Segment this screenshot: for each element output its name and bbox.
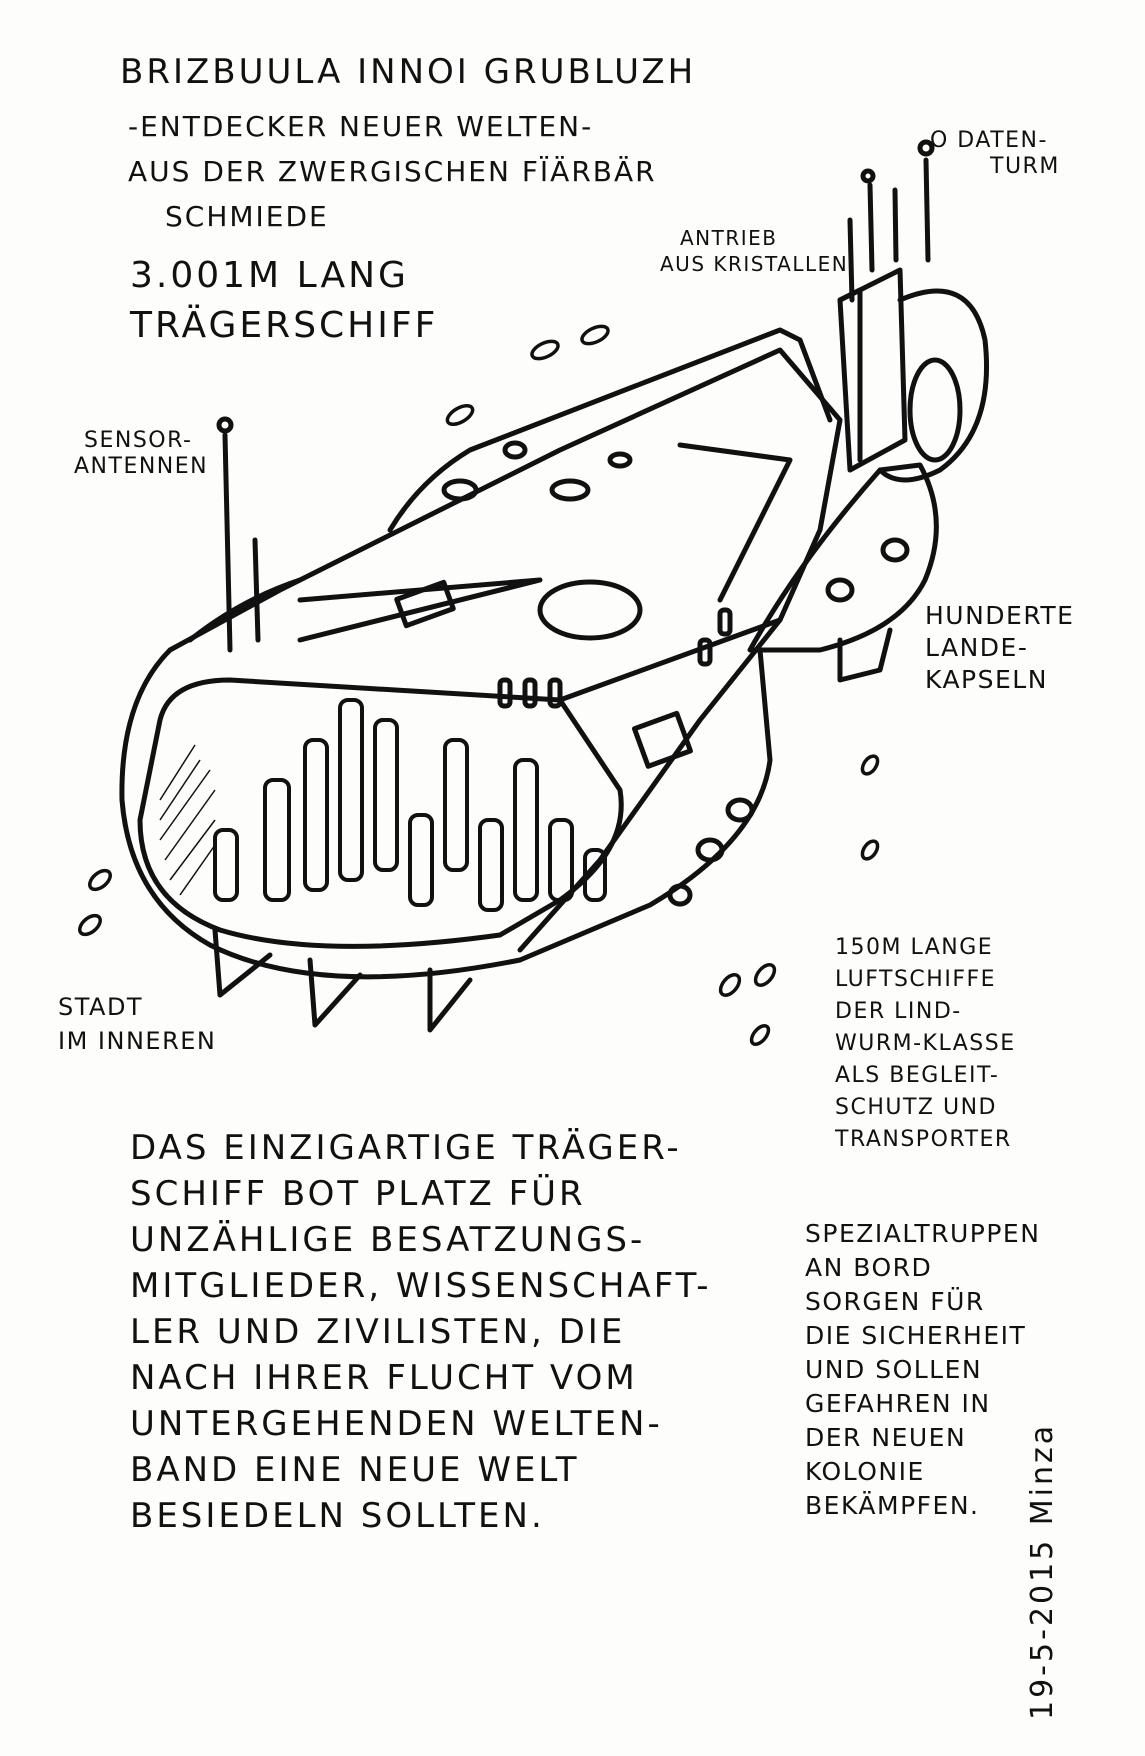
artist-signature: 19-5-2015 Minza bbox=[1025, 1422, 1060, 1720]
label-datenturm: o Daten- turm bbox=[930, 128, 1060, 179]
ship-type: Trägerschiff bbox=[130, 305, 439, 346]
label-antrieb: Antrieb aus Kristallen bbox=[660, 226, 849, 276]
ship-length: 3.001m lang bbox=[130, 255, 409, 296]
side-note: Spezialtruppen an Bord sorgen für die Si… bbox=[805, 1219, 1041, 1520]
subtitle-line-3: Schmiede bbox=[165, 200, 329, 233]
data-antenna bbox=[923, 157, 931, 263]
hull-dome bbox=[537, 579, 643, 641]
ship-name: Brizbuula Innoi Grubluzh bbox=[120, 52, 697, 92]
rear-hub bbox=[907, 357, 963, 463]
subtitle-line-1: -Entdecker neuer Welten- bbox=[128, 110, 594, 143]
label-landekapseln: Hunderte Lande- kapseln bbox=[925, 601, 1075, 694]
description-paragraph: Das einzigartige Träger- schiff bot Plat… bbox=[130, 1128, 712, 1536]
hull-wedge bbox=[557, 617, 783, 703]
right-wing bbox=[747, 462, 939, 653]
hangar-opening bbox=[137, 677, 624, 949]
escort-airship bbox=[530, 339, 560, 361]
hull-top-ridge bbox=[387, 327, 833, 533]
label-stadt: Stadt im Inneren bbox=[58, 993, 217, 1055]
landing-leg bbox=[212, 927, 273, 998]
drive-tower bbox=[837, 267, 908, 473]
subtitle-line-2: aus der zwergischen Fïärbär bbox=[128, 155, 657, 188]
hull-top bbox=[167, 347, 843, 953]
label-luftschiffe: 150m lange Luftschiffe der Lind- wurm-Kl… bbox=[835, 935, 1016, 1152]
rear-disc bbox=[877, 288, 990, 483]
label-sensor: Sensor- antennen bbox=[74, 428, 209, 479]
